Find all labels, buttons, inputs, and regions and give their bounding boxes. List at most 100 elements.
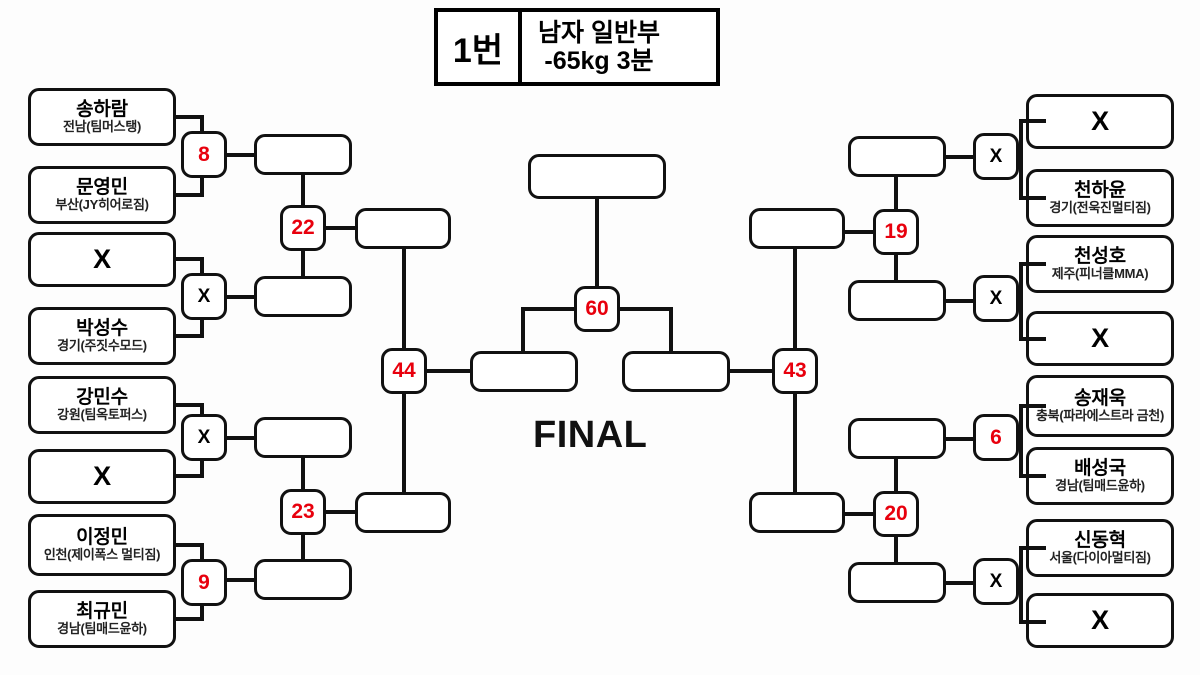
finalist-slot[interactable] xyxy=(470,351,578,392)
match-number-box[interactable]: 8 xyxy=(181,131,227,178)
competitor-box-bye[interactable]: X xyxy=(1026,311,1174,366)
competitor-box[interactable]: 배성국 경남(팀매드윤하) xyxy=(1026,447,1174,505)
connector-line xyxy=(176,115,204,119)
connector-line xyxy=(301,534,305,559)
weight-class: -65kg 3분 xyxy=(544,47,654,75)
connector-line xyxy=(595,199,599,289)
advance-slot[interactable] xyxy=(749,492,845,533)
connector-line xyxy=(227,578,254,582)
competitor-box[interactable]: 최규민 경남(팀매드윤하) xyxy=(28,590,176,648)
connector-line xyxy=(176,474,204,478)
advance-slot[interactable] xyxy=(848,136,946,177)
match-number-label: X xyxy=(197,426,211,448)
finalist-slot[interactable] xyxy=(622,351,730,392)
match-number-box[interactable]: 6 xyxy=(973,414,1019,461)
competitor-name: 천하윤 xyxy=(1074,179,1126,201)
advance-slot[interactable] xyxy=(254,134,352,175)
competitor-box[interactable]: 이정민 인천(제이폭스 멀티짐) xyxy=(28,514,176,576)
connector-line xyxy=(894,255,898,280)
match-number-box[interactable]: 19 xyxy=(873,209,919,255)
competitor-name: 박성수 xyxy=(76,317,128,339)
competitor-name: 강민수 xyxy=(76,386,128,408)
competitor-box[interactable]: 신동혁 서울(다이아멀티짐) xyxy=(1026,519,1174,577)
connector-line xyxy=(521,307,525,353)
advance-slot[interactable] xyxy=(848,562,946,603)
competitor-box[interactable]: 송재욱 충북(파라에스트라 금천) xyxy=(1026,375,1174,437)
connector-line xyxy=(620,307,673,311)
match-number-label: 23 xyxy=(291,500,315,523)
connector-line xyxy=(1019,262,1046,266)
match-bye-box[interactable]: X xyxy=(973,275,1019,322)
competitor-name: 최규민 xyxy=(76,600,128,622)
advance-slot[interactable] xyxy=(254,559,352,600)
connector-line xyxy=(1019,262,1023,341)
connector-line xyxy=(326,226,355,230)
match-number-label: 6 xyxy=(990,425,1002,449)
match-number-label: 8 xyxy=(198,142,210,166)
competitor-box-bye[interactable]: X xyxy=(28,449,176,504)
connector-line xyxy=(894,177,898,209)
advance-slot[interactable] xyxy=(848,418,946,459)
advance-slot[interactable] xyxy=(254,276,352,317)
advance-slot[interactable] xyxy=(355,492,451,533)
connector-line xyxy=(176,334,204,338)
tournament-title: 1번 남자 일반부 -65kg 3분 xyxy=(434,8,720,86)
match-number-box[interactable]: 22 xyxy=(280,205,326,251)
competitor-box-bye[interactable]: X xyxy=(1026,94,1174,149)
advance-slot[interactable] xyxy=(749,208,845,249)
competitor-team: 경남(팀매드윤하) xyxy=(1055,478,1145,494)
connector-line xyxy=(845,512,873,516)
match-number-box[interactable]: 44 xyxy=(381,348,427,394)
competitor-team: 경남(팀매드윤하) xyxy=(57,621,147,637)
connector-line xyxy=(402,393,406,492)
competitor-name: X xyxy=(1091,605,1109,636)
match-bye-box[interactable]: X xyxy=(181,414,227,461)
match-bye-box[interactable]: X xyxy=(973,133,1019,180)
match-number-box[interactable]: 20 xyxy=(873,491,919,537)
competitor-name: 송재욱 xyxy=(1074,387,1126,409)
connector-line xyxy=(176,193,204,197)
competitor-box[interactable]: 송하람 전남(팀머스탱) xyxy=(28,88,176,146)
connector-line xyxy=(176,617,204,621)
connector-line xyxy=(301,175,305,206)
competitor-name: X xyxy=(93,461,111,492)
competitor-box-bye[interactable]: X xyxy=(1026,593,1174,648)
match-number-label: 19 xyxy=(884,220,908,243)
match-number-label: 9 xyxy=(198,570,210,594)
connector-line xyxy=(176,403,204,407)
match-number-label: 44 xyxy=(392,359,416,382)
competitor-team: 경기(전욱진멀티짐) xyxy=(1049,200,1151,216)
match-bye-box[interactable]: X xyxy=(181,273,227,320)
champion-slot[interactable] xyxy=(528,154,666,199)
connector-line xyxy=(894,537,898,562)
competitor-team: 부산(JY히어로짐) xyxy=(55,197,149,213)
connector-line xyxy=(227,295,254,299)
competitor-name: 이정민 xyxy=(76,526,128,548)
competitor-name: X xyxy=(93,244,111,275)
match-number-box[interactable]: 23 xyxy=(280,489,326,535)
connector-line xyxy=(301,458,305,489)
match-number-box[interactable]: 9 xyxy=(181,559,227,606)
bracket-number: 1번 xyxy=(438,12,522,82)
connector-line xyxy=(793,393,797,492)
match-number-box[interactable]: 43 xyxy=(772,348,818,394)
competitor-box[interactable]: 문영민 부산(JY히어로짐) xyxy=(28,166,176,224)
connector-line xyxy=(227,436,254,440)
competitor-box[interactable]: 박성수 경기(주짓수모드) xyxy=(28,307,176,365)
competitor-box[interactable]: 천하윤 경기(전욱진멀티짐) xyxy=(1026,169,1174,227)
advance-slot[interactable] xyxy=(355,208,451,249)
match-number-label: X xyxy=(197,285,211,307)
match-bye-box[interactable]: X xyxy=(973,558,1019,605)
competitor-box[interactable]: 천성호 제주(피너클MMA) xyxy=(1026,235,1174,293)
competitor-name: 천성호 xyxy=(1074,245,1126,267)
connector-line xyxy=(894,459,898,491)
competitor-team: 경기(주짓수모드) xyxy=(57,338,147,354)
connector-line xyxy=(946,437,975,441)
competitor-box[interactable]: 강민수 강원(팀옥토퍼스) xyxy=(28,376,176,434)
competitor-team: 제주(피너클MMA) xyxy=(1051,266,1149,282)
match-number-box[interactable]: 60 xyxy=(574,286,620,332)
advance-slot[interactable] xyxy=(848,280,946,321)
competitor-box-bye[interactable]: X xyxy=(28,232,176,287)
advance-slot[interactable] xyxy=(254,417,352,458)
connector-line xyxy=(402,249,406,349)
